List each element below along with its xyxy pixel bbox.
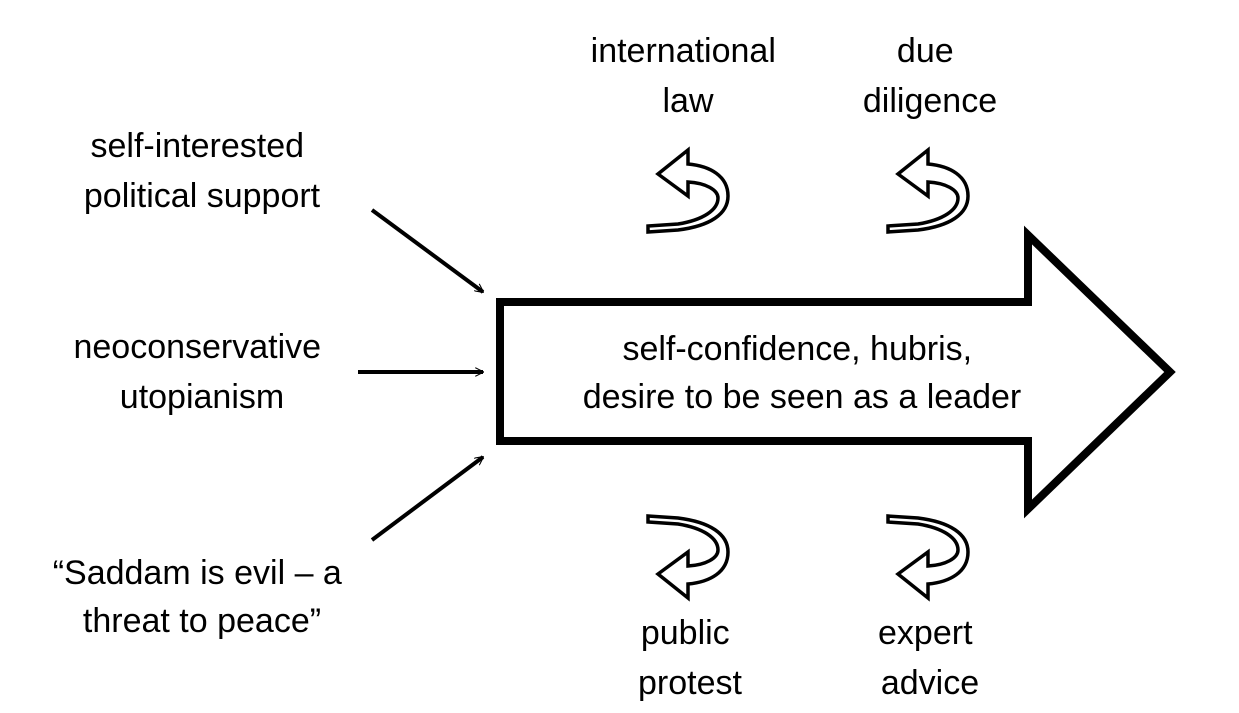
deflected-label-line: protest [638,664,742,702]
driver-label-saddam: “Saddam is evil – a threat to peace” [53,554,352,640]
deflected-label-line: advice [881,664,979,702]
curved-arrow-public-protest [646,514,730,602]
curved-arrow-due-diligence [886,146,970,234]
driver-arrow-bottom [370,455,483,542]
deflected-label-line: due [897,32,954,70]
deflected-label-line: public [641,614,730,652]
deflected-label-line: diligence [863,82,997,120]
main-arrow-label: self-confidence, hubris, desire to be se… [583,330,1022,416]
main-arrow-label-line: self-confidence, hubris, [622,330,972,368]
driver-label-utopianism: neoconservative utopianism [73,328,330,416]
deflected-label-line: expert [878,614,973,652]
deflected-label-due-diligence: due diligence [863,32,997,120]
driver-arrow-top [370,208,483,294]
deflected-label-expert-advice: expert advice [878,614,982,702]
deflected-label-line: international [591,32,776,70]
curved-arrow-expert-advice [886,514,970,602]
deflected-label-line: law [662,82,713,120]
driver-label-line: “Saddam is evil – a [53,554,342,592]
main-block-arrow [496,225,1176,519]
curved-arrow-international-law [646,146,730,234]
driver-label-line: self-interested [91,127,305,165]
driver-label-line: political support [84,177,321,215]
driver-label-line: utopianism [120,378,284,416]
driver-label-line: neoconservative [73,328,321,366]
driver-label-line: threat to peace” [83,602,321,640]
driver-label-political-support: self-interested political support [84,127,321,215]
main-arrow-label-line: desire to be seen as a leader [583,378,1022,416]
deflected-label-public-protest: public protest [638,614,742,702]
deflected-label-international-law: international law [591,32,786,120]
